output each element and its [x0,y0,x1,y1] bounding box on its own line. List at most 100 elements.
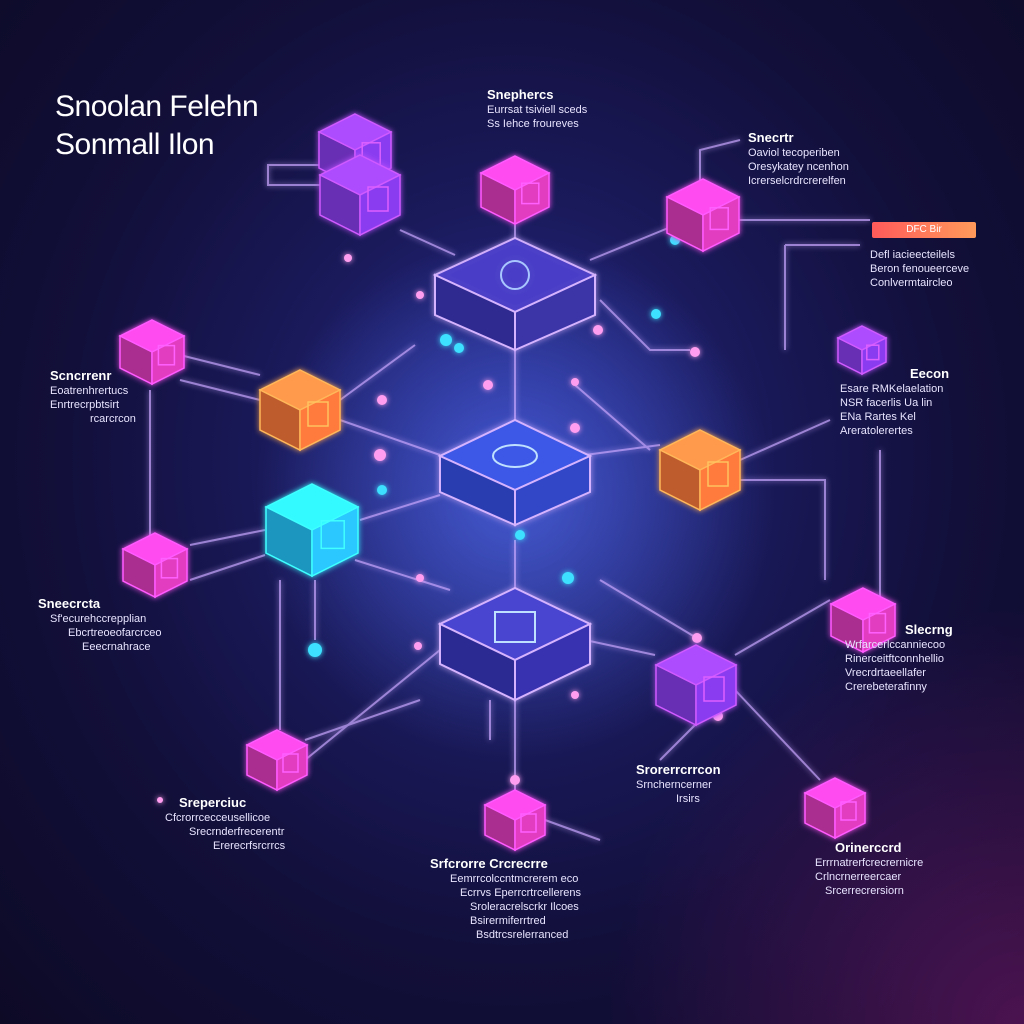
node-cube [829,587,897,654]
junction-dot [454,343,464,353]
callout-line: Icrerselcrdrcrerelfen [748,175,846,187]
callout-line: Bsirermiferrtred [470,915,546,927]
cube-face [834,791,866,840]
node-cube [118,319,186,386]
callout-right-lower: Slecrng Wrfarcerlccanniecoo Rinerceitftc… [845,622,953,694]
junction-dot [374,449,386,461]
connector-line [304,699,421,741]
cube-icon [307,401,329,427]
callout-title: Orinerccrd [835,840,902,855]
junction-dot [416,574,424,582]
callout-line: Srncherncerner [636,779,712,791]
callout-line: Eoatrenhrertucs [50,385,129,397]
cube-face [359,173,401,237]
callout-line: Oaviol tecoperiben [748,147,840,159]
junction-dot [377,395,387,405]
cube-face [514,171,550,226]
callout-line: Eurrsat tsiviell sceds [487,104,588,116]
connector-line [574,384,651,451]
connector-line [304,649,441,761]
junction-dot [692,633,702,643]
callout-line: Crerebeterafinny [845,681,927,693]
callout-line: Wrfarcerlccanniecoo [845,639,946,651]
hub-bottom [437,586,593,702]
cube-icon [703,676,725,702]
connector-line [584,639,656,656]
callout-line: Bsdtrcsrelerranced [476,929,569,941]
cube-icon [521,182,540,205]
node-cube [318,154,402,237]
hub-middle [437,418,593,527]
callout-left-upper: Scncrrenr Eoatrenhrertucs Enrtrecrpbtsir… [50,368,136,426]
node-cube [121,532,189,599]
node-cube [483,789,547,852]
connector-line [179,379,261,401]
callout-line: NSR facerlis Ua lin [840,397,933,409]
junction-dot [571,691,579,699]
title-line-2: Sonmall Ilon [55,128,215,161]
node-cube [665,178,741,253]
connector-line [739,419,831,461]
cube-icon [866,344,880,361]
callout-line: Vrecrdrtaeellafer [845,667,926,679]
callout-line: Cfcrorrcecceusellicoe [165,812,271,824]
connector-line [179,354,261,376]
callout-line: Eemrrcolccntmcrerem eco [450,873,579,885]
callout-right-middle: Eecon Esare RMKelaelation NSR facerlis U… [840,366,949,438]
junction-dot [344,254,352,262]
callout-line: Errrnatrerfcrecrernicre [815,857,924,869]
cube-icon [520,813,537,833]
junction-dot [483,380,493,390]
connector-line [354,559,451,591]
callout-line: Ss Iehce froureves [487,118,579,130]
cube-face [861,336,887,376]
node-cube [836,325,888,376]
callout-bottom-right-center: Srorerrcrrcon Srncherncerner Irsirs [636,762,721,806]
callout-line: Esare RMKelaelation [840,383,944,395]
callout-left-middle: Sneecrcta Sf'ecurehccrepplian Ebcrtreoeo… [38,596,162,654]
connector-line [267,164,360,186]
junction-dot [571,378,579,386]
callout-line: Srecrnderfrecerentr [189,826,285,838]
callout-title: Snephercs [487,87,554,102]
connector-line [699,139,741,180]
callout-title: Srfcrorre Crcrecrre [430,856,548,871]
callout-line: Eeecrnahrace [82,641,151,653]
callout-line: Rinerceitftconnhellio [845,653,945,665]
callout-line: rcarcrcon [90,413,136,425]
junction-dot [570,423,580,433]
diagram-title: Snoolan Felehn Sonmall Ilon [55,88,259,164]
connector-line [599,579,701,641]
node-cube [654,644,738,727]
callout-line: Ererecrfsrcrrcs [213,840,286,852]
callout-line: Defl iacieecteilels [870,249,955,261]
junction-dot [651,309,661,319]
callout-line: Sroleracrelscrkr Ilcoes [470,901,579,913]
cube-icon [709,207,729,231]
callout-line: Areratolerertes [840,425,913,437]
cube-icon [840,801,857,821]
junction-dot [416,291,424,299]
callout-line: Srcerrecrersiorn [825,885,904,897]
junction-dot [157,797,163,803]
callout-line: ENa Rartes Kel [840,411,916,423]
connector-line [339,419,441,456]
callout-line: Beron fenoueerceve [870,263,970,275]
callout-top-right: Snecrtr Oaviol tecoperiben Oresykatey nc… [748,130,849,188]
callout-bottom-center: Srfcrorre Crcrecrre Eemrrcolccntmcrerem … [430,856,581,942]
callout-line: Ecrrvs Eperrcrtrcellerens [460,887,582,899]
connector-line [544,819,601,841]
cube-face [699,448,741,512]
junction-dot [308,643,322,657]
callout-line: Irsirs [676,793,700,805]
cube-face [862,602,896,654]
callout-line: Ebcrtreoeofarcrceo [68,627,162,639]
junction-dot [562,572,574,584]
cube-icon [707,461,729,487]
cube-face [311,505,359,578]
callout-title: Eecon [910,366,950,381]
cube-face [151,334,185,386]
cube-icon [157,344,176,366]
callout-title: Slecrng [905,622,953,637]
